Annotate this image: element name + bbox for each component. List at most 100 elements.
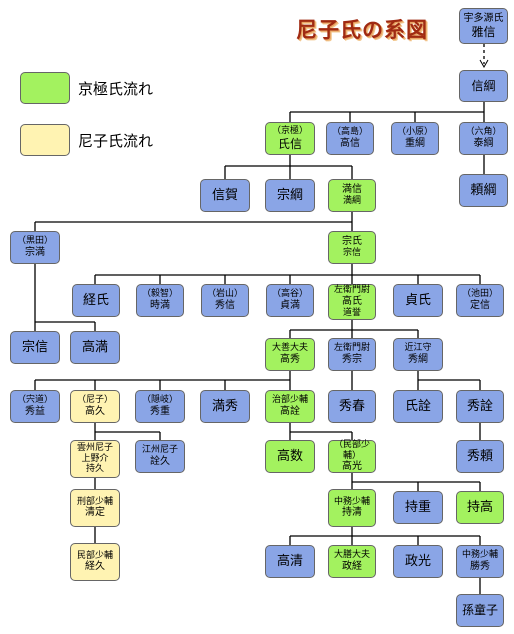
node-takauji: 左衛門尉 高氏 道誉	[328, 284, 376, 320]
node-line1: 中務少輔	[461, 550, 498, 561]
node-line2: 氏信	[277, 136, 302, 151]
node-line3: 持久	[85, 464, 104, 475]
node-line2: 信綱	[471, 78, 496, 93]
node-line2: 高満	[81, 339, 108, 355]
node-line1: （高島）	[331, 127, 368, 138]
node-line2: 宗信	[21, 339, 48, 355]
node-mochitaka: 持高	[456, 491, 504, 524]
node-line1: 左衛門尉	[333, 285, 370, 296]
node-line2: 経久	[85, 561, 105, 573]
node-line2: 上野介	[81, 453, 109, 464]
node-line3: 満綱	[342, 196, 361, 207]
legend-label-amago: 尼子氏流れ	[78, 132, 154, 150]
node-line2: 秀信	[215, 299, 235, 311]
node-kiyosada: 刑部少輔 清定	[70, 489, 120, 527]
node-mochikiyo: 中務少輔 持清	[328, 489, 376, 527]
node-hidemasu: （宍道） 秀益	[10, 390, 60, 423]
node-line3: 道誉	[342, 308, 361, 318]
node-uda-genji-masanobu: 宇多源氏 雅信	[459, 8, 508, 44]
node-munenobu: 宗信	[10, 331, 60, 364]
node-takakiyo: 高清	[265, 545, 315, 578]
node-line1: （隠岐）	[141, 395, 178, 406]
node-hideyori: 秀頼	[456, 440, 504, 473]
node-shigetsuna: （小原） 重綱	[391, 122, 439, 155]
legend-label-kyogoku: 京極氏流れ	[78, 80, 154, 98]
node-line2: 高清	[276, 553, 303, 569]
node-line1: （池田）	[461, 289, 498, 300]
node-line2: 持清	[342, 507, 362, 519]
node-mochihisa: 雲州尼子 上野介 持久	[70, 440, 120, 478]
node-nobutsuna: 信綱	[459, 70, 508, 102]
node-line2: 高数	[276, 448, 303, 464]
node-line1: 中務少輔	[333, 496, 370, 507]
legend-swatch-kyogoku	[20, 72, 70, 104]
node-line2: 満信	[342, 184, 362, 196]
node-line2: 貞氏	[404, 292, 431, 308]
node-line1: 雲州尼子	[76, 442, 113, 453]
node-line1: （京極）	[271, 125, 308, 136]
node-mitsunobu: 満信 満綱	[328, 179, 376, 212]
node-line2: 清定	[85, 507, 105, 519]
node-nobuga: 信賀	[200, 179, 250, 212]
node-masamitsu: 政光	[393, 545, 443, 578]
node-line2: 定信	[470, 299, 490, 311]
node-hidenori: 秀詮	[456, 390, 504, 423]
node-sadauji: 貞氏	[393, 284, 443, 317]
node-muneuji: 宗氏 宗信	[328, 231, 376, 264]
node-line1: （岩山）	[206, 289, 243, 300]
node-line2: 高久	[85, 405, 105, 417]
node-line2: 孫童子	[461, 603, 498, 618]
node-mochishige: 持重	[393, 491, 443, 524]
node-line2: 氏詮	[404, 398, 431, 414]
node-line2: 秀重	[150, 405, 170, 417]
node-line1: 大善大夫	[271, 343, 308, 354]
node-line2: 満秀	[211, 398, 238, 414]
node-mitsuhide: 満秀	[200, 390, 250, 423]
node-line1: 治部少輔	[271, 395, 308, 406]
node-line2: 雅信	[471, 24, 496, 39]
node-hidetsuna: 近江守 秀綱	[393, 338, 443, 371]
node-line1: （六角）	[465, 127, 502, 138]
node-line2: 秀綱	[408, 353, 428, 365]
node-norihisa: 江州尼子 詮久	[135, 440, 185, 473]
node-hideshige: （隠岐） 秀重	[135, 390, 185, 423]
node-line1: 民部少輔	[76, 550, 113, 561]
node-line1: （毅智）	[141, 289, 178, 300]
node-ujinori: 氏詮	[393, 390, 443, 423]
node-line2: 秀詮	[466, 398, 493, 414]
node-takakazu: 高数	[265, 440, 315, 473]
node-munemitsu: （黒田） 宗満	[10, 231, 60, 264]
node-line2: 貞満	[280, 299, 300, 311]
node-line2: 高詮	[280, 405, 300, 417]
node-line2: 重綱	[405, 137, 425, 149]
node-katsuhide: 中務少輔 勝秀	[456, 545, 504, 578]
node-line2: 持高	[466, 499, 493, 515]
node-line2: 経氏	[82, 292, 109, 308]
node-takanobu: （高島） 高信	[326, 122, 374, 155]
node-hidemune: 左衛門尉 秀宗	[328, 338, 376, 371]
node-line2: 宗満	[25, 246, 45, 258]
node-line2: 政経	[342, 560, 362, 572]
node-line1: 宇多源氏	[463, 12, 504, 24]
node-line2: 秀宗	[342, 353, 362, 365]
node-line2: 秀益	[25, 405, 45, 417]
node-line1: （民部少輔）	[333, 439, 370, 461]
node-line2: 詮久	[150, 455, 170, 467]
node-line1: 左衛門尉	[333, 343, 370, 354]
node-magodoji: 孫童子	[456, 594, 504, 627]
node-line1: （宍道）	[16, 395, 53, 406]
node-line2: 勝秀	[470, 560, 490, 572]
node-line2: 信賀	[211, 187, 238, 203]
node-line2: 政光	[404, 553, 431, 569]
node-yasutsuna: （六角） 泰綱	[459, 122, 508, 155]
node-line2: 秀春	[338, 398, 365, 414]
node-munetsuna: 宗綱	[265, 179, 315, 212]
node-line2: 高信	[340, 137, 360, 149]
node-line2: 持重	[404, 499, 431, 515]
node-takamitsu2: （民部少輔） 高光	[328, 440, 376, 473]
node-line1: （黒田）	[16, 236, 53, 247]
node-line1: 江州尼子	[141, 445, 178, 456]
node-masatsune: 大膳大夫 政経	[328, 545, 376, 578]
node-tsuneuji: 経氏	[72, 284, 120, 317]
